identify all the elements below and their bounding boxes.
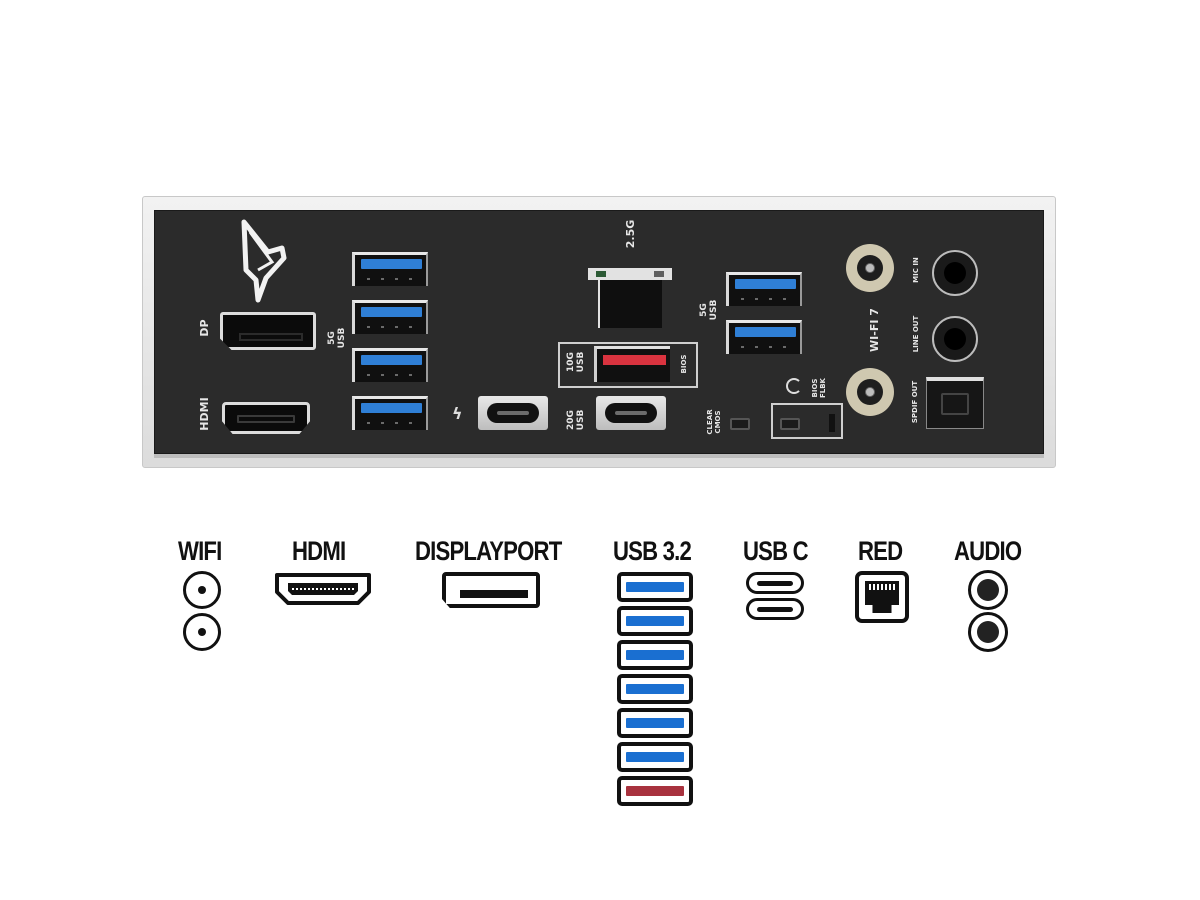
legend-title-red: RED bbox=[858, 536, 903, 566]
usb-a-port bbox=[352, 348, 428, 382]
usb-a-icon bbox=[617, 742, 693, 772]
spdif-out-port bbox=[926, 377, 984, 429]
wifi-antenna-connector bbox=[846, 244, 894, 292]
bios-flashback-outline bbox=[771, 403, 843, 439]
line-out-label: LINE OUT bbox=[912, 315, 920, 353]
lan-speed-label: 2.5G bbox=[624, 219, 637, 249]
usb-a-port bbox=[352, 396, 428, 430]
usb-20g-label: 20G USB bbox=[566, 409, 586, 431]
rog-logo-icon bbox=[241, 219, 287, 303]
clear-cmos-button[interactable] bbox=[730, 418, 750, 430]
wifi-antenna-connector bbox=[846, 368, 894, 416]
legend-title-usbc: USB C bbox=[743, 536, 809, 566]
bios-label: BIOS bbox=[680, 354, 688, 374]
usb-a-port bbox=[352, 300, 428, 334]
bios-flashback-button[interactable] bbox=[780, 418, 800, 430]
line-out-jack bbox=[932, 316, 978, 362]
wifi-antenna-icon bbox=[183, 571, 221, 609]
legend-title-usb32: USB 3.2 bbox=[613, 536, 692, 566]
usb-c-port bbox=[596, 396, 666, 430]
legend-title-displayport: DISPLAYPORT bbox=[415, 536, 562, 566]
usb-a-icon bbox=[617, 708, 693, 738]
hdmi-label: HDMI bbox=[198, 397, 211, 431]
spdif-out-label: SPDIF OUT bbox=[911, 380, 919, 424]
usb-5g-label-left: 5G USB bbox=[327, 327, 347, 349]
usb-a-red-icon bbox=[617, 776, 693, 806]
bios-flashback-led bbox=[829, 414, 835, 432]
bios-flashback-icon bbox=[786, 378, 802, 394]
usb-10g-label: 10G USB bbox=[566, 351, 586, 373]
wifi-label: WI-FI 7 bbox=[868, 308, 881, 352]
usb-a-port bbox=[726, 320, 802, 354]
thunderbolt-icon: ϟ bbox=[452, 404, 463, 423]
usb-a-icon bbox=[617, 640, 693, 670]
usb-c-icon bbox=[746, 598, 804, 620]
legend-title-audio: AUDIO bbox=[954, 536, 1022, 566]
usb-a-bios-port bbox=[594, 346, 670, 382]
legend-title-hdmi: HDMI bbox=[292, 536, 346, 566]
displayport-port bbox=[220, 312, 316, 350]
usb-a-icon bbox=[617, 674, 693, 704]
hdmi-port bbox=[222, 402, 310, 434]
bios-flashback-usb-outline bbox=[558, 342, 698, 388]
audio-jack-icon bbox=[968, 570, 1008, 610]
dp-label: DP bbox=[198, 319, 211, 337]
hdmi-icon bbox=[275, 573, 371, 605]
ethernet-icon bbox=[855, 571, 909, 623]
clear-cmos-label: CLEAR CMOS bbox=[706, 409, 722, 435]
usb-c-port bbox=[478, 396, 548, 430]
mic-in-jack bbox=[932, 250, 978, 296]
wifi-antenna-icon bbox=[183, 613, 221, 651]
legend-title-wifi: WIFI bbox=[178, 536, 222, 566]
usb-5g-label-right: 5G USB bbox=[699, 299, 719, 321]
bios-flbk-label: BIOS FLBK bbox=[811, 378, 827, 399]
usb-c-icon bbox=[746, 572, 804, 594]
usb-a-port bbox=[726, 272, 802, 306]
usb-a-icon bbox=[617, 606, 693, 636]
usb-a-port bbox=[352, 252, 428, 286]
mic-in-label: MIC IN bbox=[912, 257, 920, 283]
audio-jack-icon bbox=[968, 612, 1008, 652]
displayport-icon bbox=[442, 572, 540, 608]
ethernet-port bbox=[588, 268, 672, 328]
usb-a-icon bbox=[617, 572, 693, 602]
